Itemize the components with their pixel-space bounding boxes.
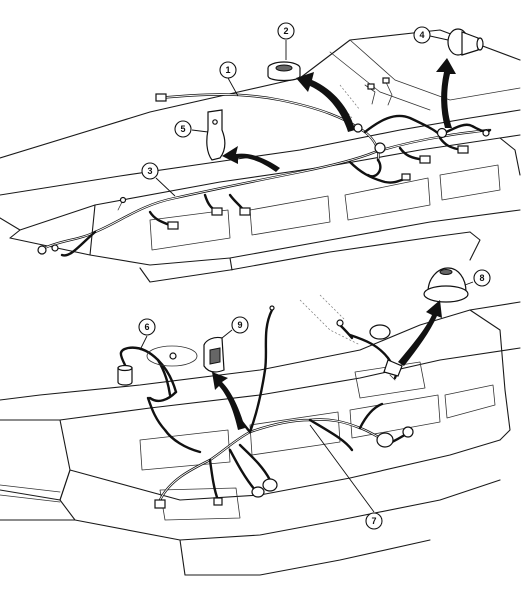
lower-car-body (0, 294, 521, 576)
callout-4-label: 4 (419, 30, 424, 40)
grommet-part-4 (447, 28, 484, 56)
upper-car-body (0, 29, 521, 283)
callout-1-label: 1 (225, 65, 230, 75)
bracket-part-5 (206, 109, 226, 161)
callout-6: 6 (138, 318, 156, 336)
arrow-part-8 (398, 300, 442, 366)
connector-part-9 (203, 336, 225, 373)
rear-harness-7 (146, 305, 414, 509)
callout-3: 3 (141, 162, 159, 180)
callout-9: 9 (231, 316, 249, 334)
callout-6-label: 6 (144, 322, 149, 332)
callout-5: 5 (174, 120, 192, 138)
harness-6 (117, 345, 198, 397)
callout-7: 7 (365, 512, 383, 530)
harness-1 (155, 77, 492, 178)
rear-harness-3 (37, 128, 490, 257)
callout-4: 4 (413, 26, 431, 44)
callout-2-label: 2 (283, 26, 288, 36)
grommet-part-8 (423, 267, 469, 303)
callout-5-label: 5 (180, 124, 185, 134)
arrow-part-5 (222, 146, 280, 172)
upper-right-harness (336, 319, 403, 381)
arrow-part-9 (212, 372, 245, 430)
callout-7-label: 7 (371, 516, 376, 526)
callout-1: 1 (219, 61, 237, 79)
callout-3-label: 3 (147, 166, 152, 176)
callout-9-label: 9 (237, 320, 242, 330)
highlight-ellipse (146, 345, 198, 367)
callout-leaders (139, 35, 474, 513)
arrow-part-4 (436, 58, 456, 128)
callout-8: 8 (473, 269, 491, 287)
arrow-part-2 (296, 72, 355, 132)
callout-8-label: 8 (479, 273, 484, 283)
grommet-part-2 (267, 61, 301, 82)
callout-2: 2 (277, 22, 295, 40)
